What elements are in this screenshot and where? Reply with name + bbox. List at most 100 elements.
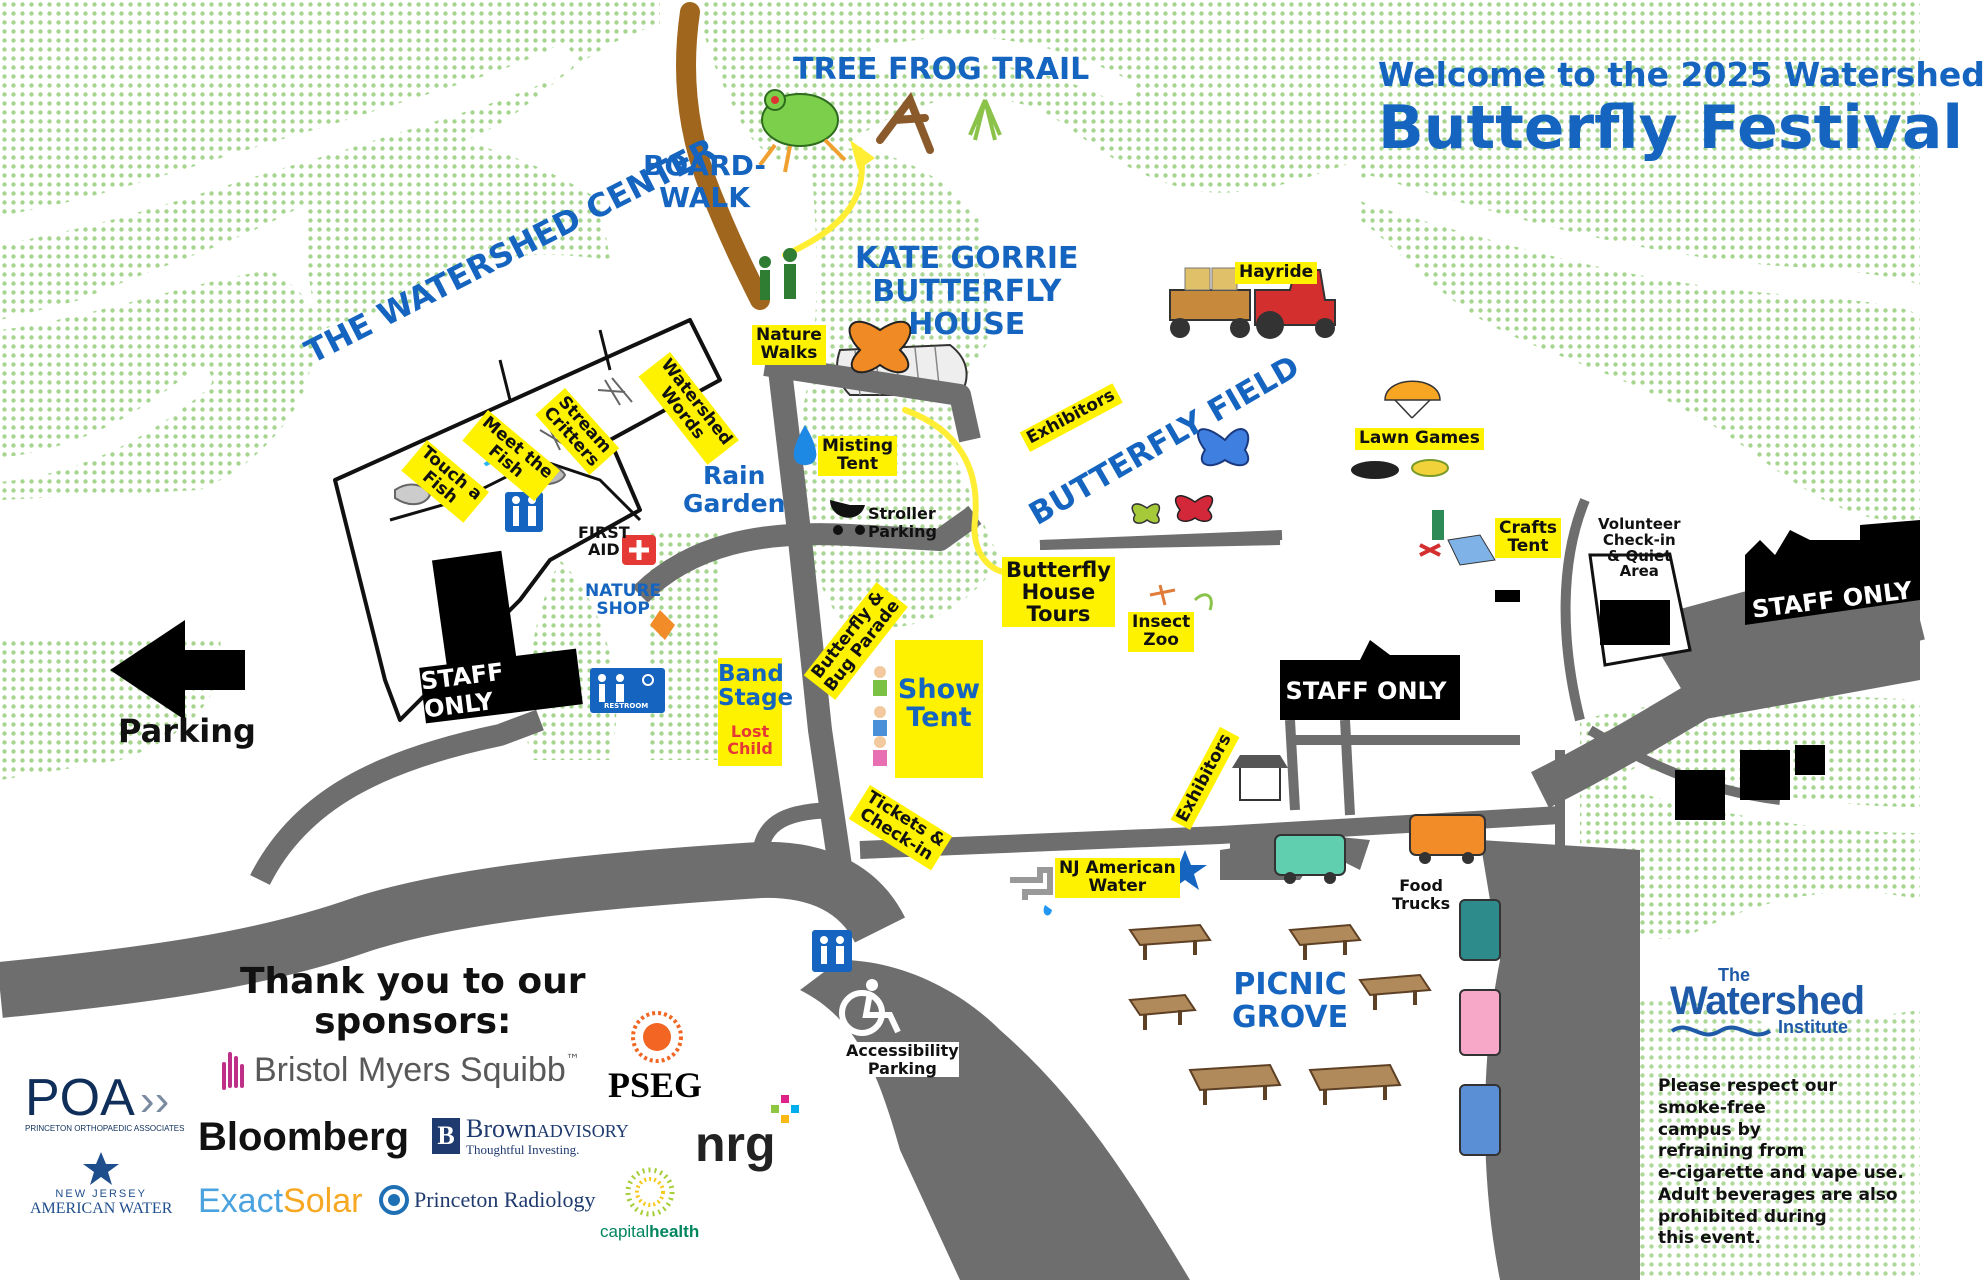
block-1 [1675, 770, 1725, 820]
water-drop-icon [793, 425, 817, 465]
block-2 [1740, 750, 1790, 800]
sponsor-exact-solar[interactable]: ExactSolar [198, 1182, 362, 1221]
insect-zoo-tag: Insect Zoo [1128, 612, 1195, 652]
notice-line-4: refraining from [1658, 1141, 1805, 1162]
sponsor-nj-american-water[interactable]: NEW JERSEY AMERICAN WATER [30, 1150, 172, 1218]
notice-line-8: this event. [1658, 1228, 1761, 1249]
sponsor-capital-health[interactable]: capitalhealth [600, 1162, 699, 1242]
bms-hand-icon [222, 1052, 244, 1090]
accessibility-lot [800, 960, 1190, 1280]
notice-line-2: smoke-free [1658, 1097, 1766, 1118]
ticket-booth-icon [1232, 755, 1288, 801]
boardwalk-label: BOARD- WALK [643, 149, 767, 214]
stroller-line2: Parking [868, 521, 937, 541]
picnic-grove-line1: PICNIC [1233, 967, 1347, 1002]
princeton-radiology-text: Princeton Radiology [414, 1187, 596, 1212]
volunteer-line2: Check-in [1602, 530, 1676, 549]
insect-zoo-line1: Insect [1132, 612, 1191, 632]
poa-chevron-icon: ›› [139, 1076, 170, 1125]
butterfly-house-label: KATE GORRIE BUTTERFLY HOUSE [855, 242, 1079, 341]
rain-garden-line2: Garden [683, 488, 786, 518]
staff-building-center [1280, 640, 1460, 720]
poa-subtitle: PRINCETON ORTHOPAEDIC ASSOCIATES [25, 1124, 185, 1133]
notice-line-1: Please respect our [1658, 1076, 1837, 1096]
band-stage-label: Band Stage [718, 661, 793, 710]
sponsors-heading-line2: sponsors: [314, 1000, 512, 1042]
trail-arrow-head [850, 140, 875, 170]
food-trucks-label: Food Trucks [1392, 877, 1450, 912]
institute-logo-the: The [1718, 965, 1751, 985]
food-trucks-line2: Trucks [1392, 893, 1451, 913]
wheelchair-icon [839, 979, 901, 1036]
nature-walks-line2: Walks [760, 342, 818, 363]
first-aid-line1: FIRST [578, 523, 630, 542]
stroller-line1: Stroller [868, 504, 936, 523]
advisory-word: ADVISORY [536, 1121, 629, 1141]
volunteer-line3: & Quiet [1607, 546, 1672, 565]
sponsor-brown-advisory[interactable]: B BrownADVISORY Thoughtful Investing. [432, 1114, 629, 1158]
header-title: Butterfly Festival [1378, 93, 1963, 163]
stroller-icon [830, 500, 865, 535]
boardwalk-label-line1: BOARD- [643, 149, 767, 182]
bh-tours-line3: Tours [1026, 602, 1091, 627]
parachute-icon [1384, 380, 1441, 419]
restroom-accessible-sign-icon [590, 668, 665, 713]
show-line1: Show [897, 674, 981, 705]
rain-garden-line1: Rain [702, 461, 766, 490]
sponsor-bloomberg[interactable]: Bloomberg [198, 1115, 410, 1159]
corn-icon [1411, 459, 1449, 477]
staff-building-east [1745, 520, 1920, 625]
first-aid-line2: AID [588, 539, 620, 559]
band-line1: Band [718, 661, 784, 687]
first-aid-label: FIRST AID [578, 523, 630, 559]
nature-walks-tag: Nature Walks [752, 325, 826, 365]
volunteer-line4: Area [1619, 562, 1659, 581]
sponsors-heading: Thank you to our sponsors: [240, 962, 586, 1041]
first-aid-icon [622, 535, 656, 565]
band-stage-box: Band Stage Lost Child [718, 658, 793, 766]
nrg-logo-text: nrg [695, 1116, 776, 1172]
crafts-tent-tag: Crafts Tent [1495, 518, 1561, 558]
show-tent-label: Show Tent [895, 674, 983, 733]
princeton-radiology-icon [379, 1185, 409, 1215]
food-truck-lot [1480, 840, 1640, 1280]
njaw-line1: NEW JERSEY [55, 1188, 147, 1200]
crafts-line1: Crafts [1499, 518, 1557, 538]
nature-shop-line2: SHOP [596, 598, 650, 619]
crafts-line2: Tent [1507, 535, 1549, 556]
notice-line-5: e-cigarette and vape use. [1658, 1163, 1904, 1183]
field-fence [1039, 530, 1283, 550]
notice-line-3: campus by [1658, 1119, 1761, 1140]
capital-word: capital [600, 1222, 650, 1241]
tree-frog-icon [758, 89, 847, 173]
accessibility-line2: Parking [867, 1058, 937, 1078]
sponsors-heading-line1: Thank you to our [240, 961, 586, 1002]
solar-word: Solar [283, 1182, 363, 1220]
sponsor-princeton-radiology[interactable]: Princeton Radiology [378, 1184, 595, 1216]
nature-shop-label: NATURE SHOP [585, 582, 661, 619]
sponsor-nrg[interactable]: nrg [695, 1095, 799, 1173]
lost-child-label: Lost Child [718, 723, 782, 758]
bh-tours-line1: Butterfly [1006, 558, 1111, 582]
scissors-glue-icon [1419, 510, 1496, 566]
health-word: health [649, 1222, 700, 1241]
butterfly-house-tours-tag: Butterfly House Tours [1002, 557, 1115, 628]
stroller-parking-label: Stroller Parking [868, 505, 937, 540]
restroom-sign-icon [505, 492, 543, 532]
cornhole-icon [1351, 461, 1399, 479]
bms-logo-text: Bristol Myers Squibb [254, 1050, 566, 1089]
restroom-sign-label: RESTROOM [604, 702, 649, 710]
sponsor-poa[interactable]: POA ›› PRINCETON ORTHOPAEDIC ASSOCIATES [25, 1068, 184, 1133]
picnic-tables [1128, 923, 1432, 1105]
walkways [0, 37, 1934, 833]
star-icon [1163, 850, 1207, 890]
picnic-grove-line2: GROVE [1232, 1000, 1349, 1035]
bms-tm: ™ [565, 1052, 580, 1068]
institute-logo-watershed: Watershed [1670, 979, 1865, 1023]
hikers-icon [759, 248, 797, 300]
sponsor-bms[interactable]: Bristol Myers Squibb ™ [218, 1048, 580, 1092]
capital-health-burst-icon [625, 1167, 675, 1217]
lean-to-icon [876, 91, 934, 154]
brown-advisory-b-icon: B [432, 1118, 460, 1154]
price-tag-icon [650, 610, 675, 640]
